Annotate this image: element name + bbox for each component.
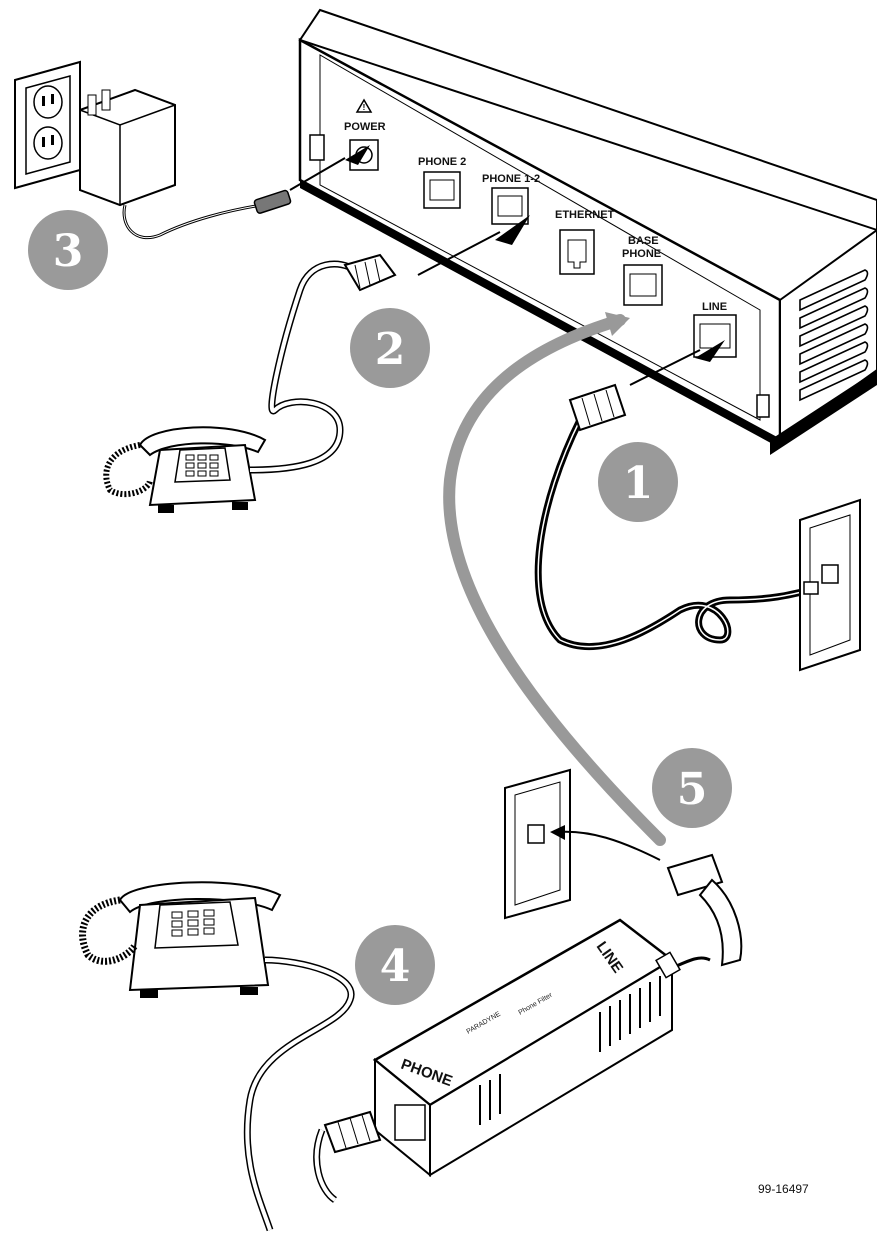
step-2-number: 2 xyxy=(375,324,406,375)
phone2-label: PHONE 2 xyxy=(418,156,466,168)
line-label: LINE xyxy=(702,301,727,313)
step-badge-4: 4 xyxy=(355,925,435,1005)
step-5-number: 5 xyxy=(677,764,708,815)
phone-jack-wall xyxy=(800,500,860,670)
step-1-number: 1 xyxy=(623,458,654,509)
phone2-port: PHONE 2 xyxy=(418,156,466,208)
power-outlet xyxy=(15,62,80,188)
base-phone-label: PHONE xyxy=(622,248,661,260)
svg-text:!: ! xyxy=(363,103,366,112)
base-label: BASE xyxy=(628,235,659,247)
filter-route-arrow xyxy=(449,320,660,840)
power-label: POWER xyxy=(344,121,386,133)
figure-id: 99-16497 xyxy=(758,1182,809,1196)
step-badge-5: 5 xyxy=(652,748,732,828)
phone12-label: PHONE 1-2 xyxy=(482,173,540,185)
step-badge-2: 2 xyxy=(350,308,430,388)
modem-unit: ! POWER PHONE 2 PHONE 1-2 ETHERNET BASE … xyxy=(300,10,877,455)
base-phone-port: BASE PHONE xyxy=(622,235,662,305)
step-badge-1: 1 xyxy=(598,442,678,522)
desk-phone-bottom xyxy=(83,882,380,1230)
step-badge-3: 3 xyxy=(28,210,108,290)
step-4-number: 4 xyxy=(380,941,411,992)
ethernet-label: ETHERNET xyxy=(555,209,615,221)
step-3-number: 3 xyxy=(53,226,84,277)
